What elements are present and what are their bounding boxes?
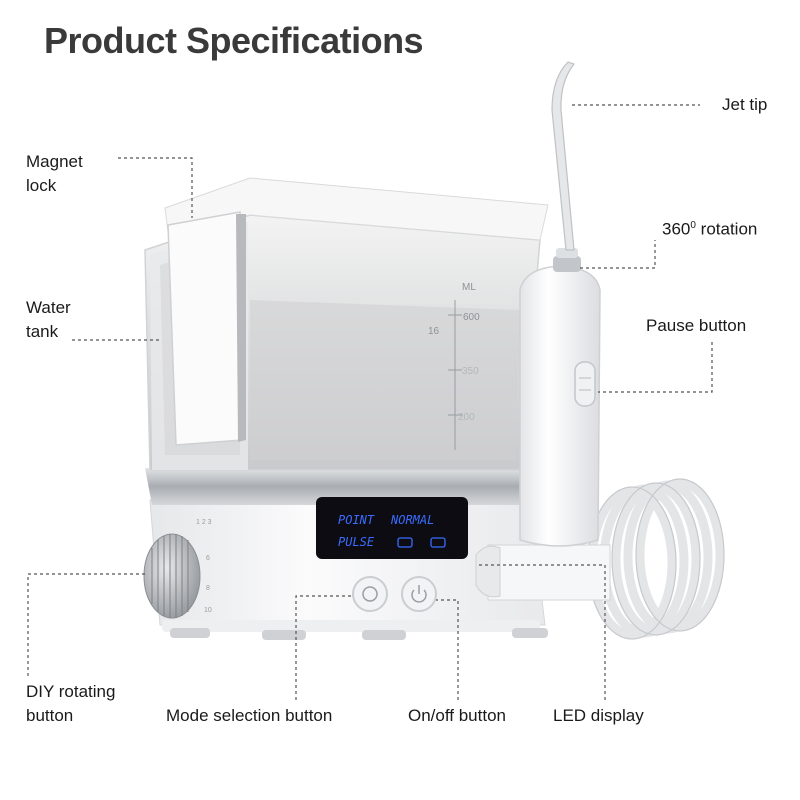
svg-text:10: 10 [204, 607, 212, 614]
hose-coil [587, 478, 725, 640]
led-icon-battery [430, 537, 446, 548]
label-jet-tip: Jet tip [722, 95, 768, 114]
label-water-tank-line2: tank [26, 322, 59, 341]
led-text-point: POINT [338, 513, 375, 527]
label-water-tank: Water tank [26, 296, 71, 344]
label-diy-line1: DIY rotating [26, 682, 116, 701]
power-button[interactable] [401, 576, 437, 612]
label-diy-rotating-button: DIY rotating button [26, 680, 115, 728]
jet-tip [551, 61, 575, 251]
tank-mark-350: 350 [462, 366, 479, 377]
tank-mark-600: 600 [463, 312, 480, 323]
mode-button[interactable] [352, 576, 388, 612]
tank-mark-200: 200 [458, 412, 475, 423]
label-magnet-lock: Magnet lock [26, 150, 83, 198]
led-display-panel [316, 497, 468, 559]
label-diy-line2: button [26, 706, 74, 725]
label-magnet-lock-line2: lock [26, 176, 57, 195]
leader-lines [27, 104, 713, 700]
svg-text:6: 6 [206, 555, 210, 562]
magnet-lock-flap [167, 211, 243, 446]
label-led-display: LED display [553, 706, 644, 725]
led-text-pulse: PULSE [338, 535, 375, 549]
pause-button[interactable] [574, 361, 596, 407]
label-on-off-button: On/off button [408, 706, 506, 725]
label-rotation-suffix: rotation [695, 219, 758, 239]
label-water-tank-line1: Water [26, 298, 71, 317]
tank-scale [448, 300, 462, 450]
led-icon-plus [397, 537, 413, 548]
tank-mark-16: 16 [428, 326, 440, 337]
svg-text:1 2 3: 1 2 3 [196, 519, 212, 526]
label-rotation-sup: 0 [690, 220, 696, 231]
svg-text:8: 8 [206, 585, 210, 592]
page-title: Product Specifications [44, 20, 424, 61]
label-pause-button: Pause button [646, 316, 747, 335]
label-magnet-lock-line1: Magnet [26, 152, 83, 171]
label-mode-selection-button: Mode selection button [166, 706, 333, 725]
led-text-normal: NORMAL [390, 513, 434, 527]
flosser-handle [519, 265, 601, 547]
metal-ring [145, 468, 528, 505]
handle-holder [487, 544, 611, 601]
label-360-rotation: 3600 rotation [662, 214, 757, 242]
diy-rotating-knob[interactable] [143, 533, 201, 619]
label-rotation-prefix: 360 [662, 219, 691, 239]
tank-mark-ml: ML [462, 282, 476, 293]
